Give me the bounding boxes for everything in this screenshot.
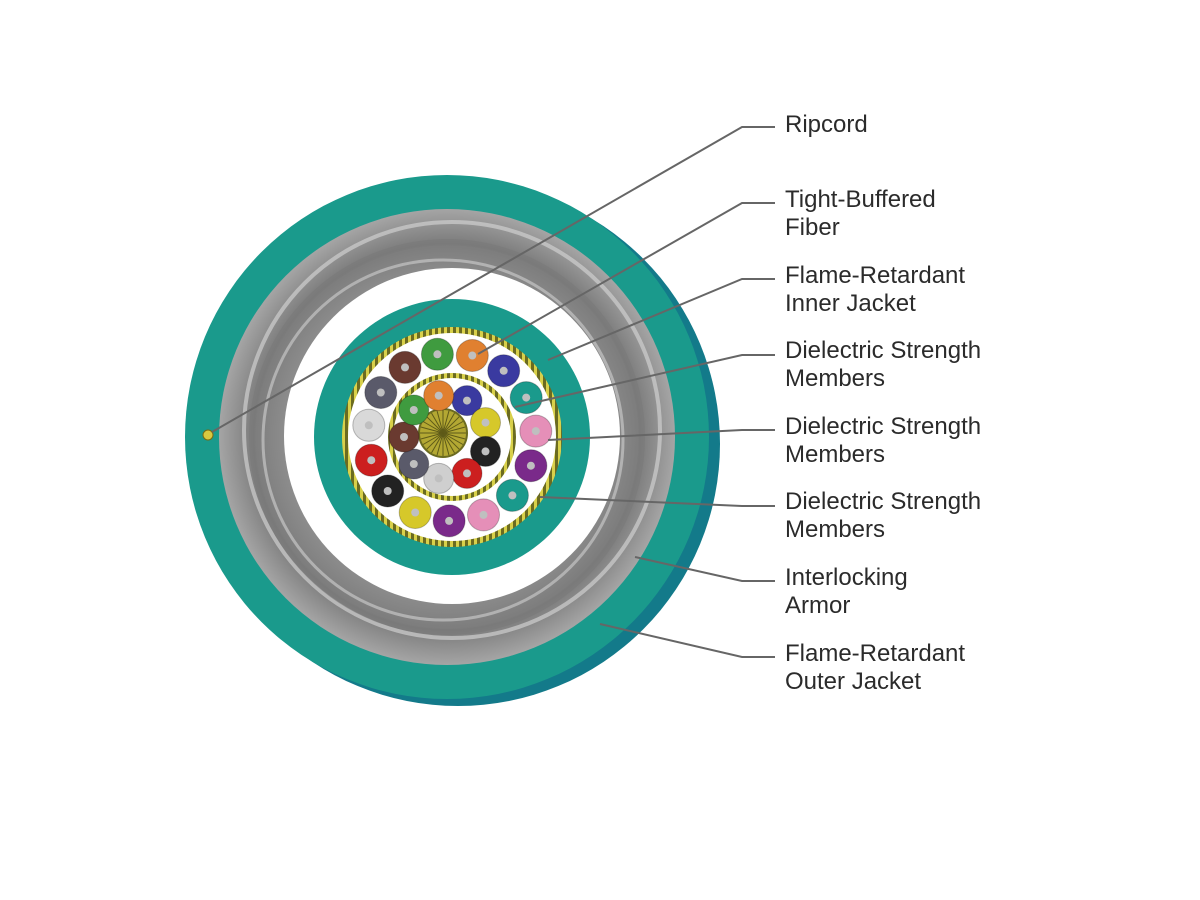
- armor-ridge-3: [261, 258, 625, 622]
- leader-line-strength-members-1: [514, 354, 775, 408]
- central-member-spoke: [420, 426, 444, 434]
- callout-outer-jacket-line-1: Flame-Retardant: [785, 640, 966, 667]
- callout-strength-members-1-line-2: Members: [785, 365, 886, 392]
- central-member-spoke: [426, 432, 444, 450]
- callout-interlocking-armor-line-1: Interlocking: [785, 564, 908, 591]
- fiber-core: [376, 388, 385, 397]
- central-member-spoke: [442, 432, 450, 456]
- fiber-core: [481, 447, 490, 456]
- callout-strength-members-3: Dielectric Strength Members: [785, 488, 1185, 544]
- fiber-core: [364, 421, 373, 430]
- callout-strength-members-2-line-2: Members: [785, 441, 886, 468]
- callout-strength-members-1-line-1: Dielectric Strength: [785, 337, 982, 364]
- fiber-core: [445, 516, 454, 525]
- fiber-core: [522, 393, 531, 402]
- leader-lines: [211, 126, 775, 658]
- fiber-core: [526, 461, 535, 470]
- central-member-spoke: [442, 410, 450, 434]
- central-member-spoke: [442, 432, 466, 440]
- fiber-core: [409, 460, 418, 468]
- fiber-core: [401, 363, 409, 372]
- leader-line-strength-members-3: [539, 496, 775, 507]
- callout-tight-buffered-fiber-line-2: Fiber: [785, 214, 840, 241]
- callout-interlocking-armor: Interlocking Armor: [785, 564, 1185, 620]
- fiber-core: [434, 474, 443, 483]
- central-strength-member-spokes: [420, 410, 466, 456]
- leader-line-ripcord: [211, 126, 775, 433]
- callout-ripcord-line-1: Ripcord: [785, 111, 868, 138]
- leader-line-tight-buffered-fiber: [477, 202, 775, 355]
- central-member-spoke: [422, 421, 444, 434]
- fiber-core: [433, 350, 442, 359]
- leader-line-strength-members-2: [547, 429, 775, 441]
- fiber-core: [531, 427, 540, 436]
- cable-graphic: [185, 175, 720, 706]
- central-member-spoke: [442, 416, 460, 434]
- central-member-spoke: [431, 432, 444, 454]
- callout-strength-members-3-line-2: Members: [785, 516, 886, 543]
- central-member-spoke: [442, 432, 455, 454]
- fiber-core: [479, 510, 488, 519]
- fiber-core: [409, 406, 418, 414]
- leader-line-inner-jacket: [547, 278, 775, 361]
- callout-strength-members-2-line-1: Dielectric Strength: [785, 413, 982, 440]
- callout-tight-buffered-fiber-line-1: Tight-Buffered: [785, 186, 936, 213]
- callout-outer-jacket-line-2: Outer Jacket: [785, 668, 922, 695]
- callout-inner-jacket: Flame-Retardant Inner Jacket: [785, 262, 1185, 318]
- fiber-core: [481, 418, 490, 427]
- fiber-core: [499, 366, 508, 375]
- callout-tight-buffered-fiber: Tight-Buffered Fiber: [785, 186, 1185, 242]
- fiber-core: [508, 491, 517, 500]
- leader-line-interlocking-armor: [634, 556, 775, 582]
- central-member-spoke: [431, 412, 444, 434]
- tight-buffered-fibers: [352, 337, 553, 538]
- fiber-core: [367, 456, 376, 465]
- fiber-core: [468, 351, 477, 360]
- fiber-core: [400, 433, 408, 441]
- central-member-spoke: [442, 432, 460, 450]
- central-member-spoke: [442, 421, 464, 434]
- ripcord: [202, 429, 214, 441]
- central-member-spoke: [442, 432, 464, 445]
- fiber-core: [434, 391, 443, 400]
- callout-outer-jacket: Flame-Retardant Outer Jacket: [785, 640, 1185, 696]
- fiber-core: [463, 469, 471, 478]
- armor-ridge-2: [249, 239, 645, 635]
- callout-inner-jacket-line-2: Inner Jacket: [785, 290, 916, 317]
- callout-interlocking-armor-line-2: Armor: [785, 592, 851, 619]
- fiber-core: [463, 396, 471, 405]
- fiber-core: [383, 487, 392, 495]
- callout-inner-jacket-line-1: Flame-Retardant: [785, 262, 966, 289]
- central-member-spoke: [436, 432, 444, 456]
- callout-strength-members-1: Dielectric Strength Members: [785, 337, 1185, 393]
- central-member-spoke: [420, 432, 444, 440]
- central-member-spoke: [436, 410, 444, 434]
- callout-ripcord: Ripcord: [785, 111, 1185, 139]
- central-member-spoke: [426, 416, 444, 434]
- central-member-spoke: [442, 426, 466, 434]
- callout-strength-members-2: Dielectric Strength Members: [785, 413, 1185, 469]
- central-member-spoke: [422, 432, 444, 445]
- fiber-core: [411, 508, 420, 517]
- armor-ridge-1: [242, 220, 662, 640]
- callout-strength-members-3-line-1: Dielectric Strength: [785, 488, 982, 515]
- leader-line-outer-jacket: [599, 623, 775, 658]
- central-member-spoke: [442, 412, 455, 434]
